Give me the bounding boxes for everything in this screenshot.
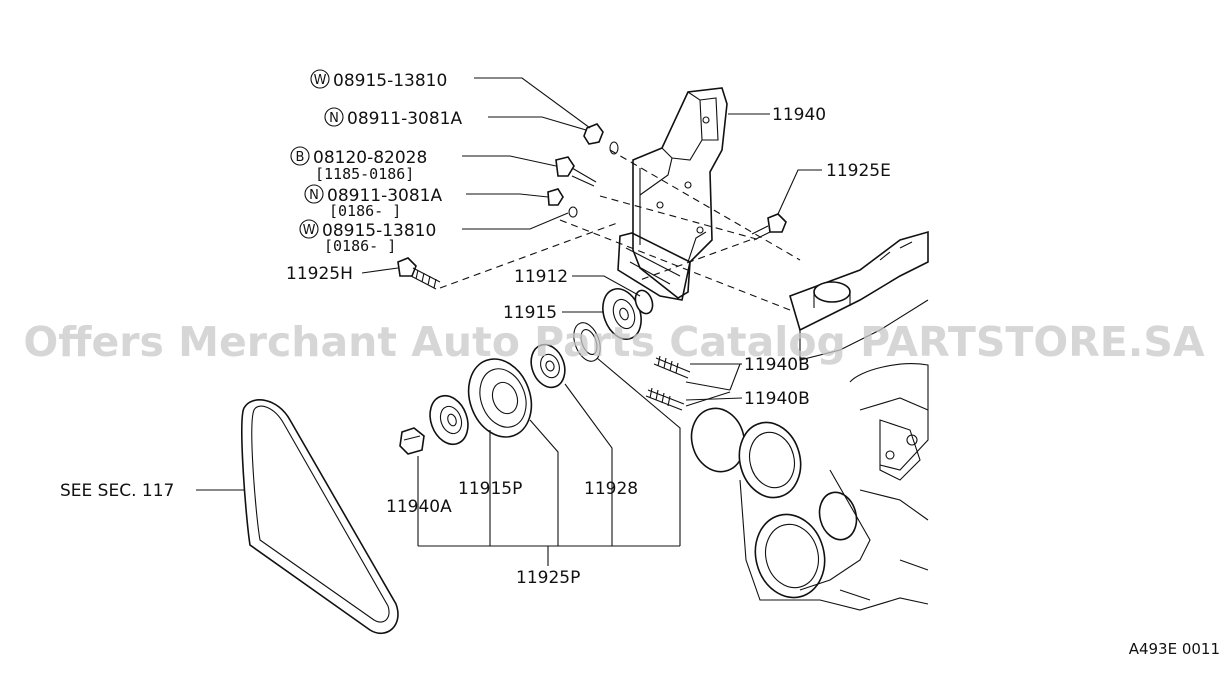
label-11912: 11912 [514,267,568,287]
callout-b1-symbol: B [296,150,305,165]
pulley-11915 [573,288,654,362]
drive-belt [241,399,399,635]
engine-block [690,230,929,611]
b-symbol-icon [290,146,310,166]
callout-n1: N 08911-3081A [324,107,462,129]
callout-n2: N 08911-3081A [0186- ] [304,184,442,220]
bearing-11928 [530,343,566,389]
watermark-text: Offers Merchant Auto Parts Catalog PARTS… [23,318,1205,366]
label-11915: 11915 [503,303,557,323]
w-symbol-icon [310,69,330,89]
callout-w1-symbol: W [314,73,327,88]
callout-w2: W 08915-13810 [0186- ] [299,219,436,255]
callout-n2-symbol: N [309,188,319,203]
label-11940: 11940 [772,105,826,125]
label-11915p: 11915P [458,479,522,499]
label-11928: 11928 [584,479,638,499]
label-see-sec: SEE SEC. 117 [60,481,174,501]
callout-n2-range: [0186- ] [329,202,401,220]
nut-11940a [399,427,425,455]
callout-n2-part: 08911-3081A [327,186,442,206]
n-symbol-icon [304,184,324,204]
callout-b1: B 08120-82028 [1185-0186] [290,146,427,183]
label-11940b-2: 11940B [744,389,810,409]
callout-w1-part: 08915-13810 [333,71,447,91]
label-11925h: 11925H [286,264,353,284]
leader-lines [196,77,822,566]
callout-b1-range: [1185-0186] [315,165,414,183]
label-11940a: 11940A [386,497,452,517]
callout-w1: W 08915-13810 [310,69,447,91]
callout-n1-part: 08911-3081A [347,109,462,129]
bracket-11940 [617,87,728,301]
callout-w2-range: [0186- ] [324,237,396,255]
w-symbol-icon [299,219,319,239]
label-11925p: 11925P [516,568,580,588]
label-11925e: 11925E [826,161,891,181]
label-11940b-1: 11940B [744,355,810,375]
diagram-code: A493E 0011 [1129,640,1220,658]
washer-nut-hardware [397,123,787,290]
callout-b1-part: 08120-82028 [313,148,427,168]
studs-11940b [645,355,691,411]
callout-w2-part: 08915-13810 [322,221,436,241]
pulley-main [467,358,533,438]
callout-n1-symbol: N [329,111,339,126]
callout-w2-symbol: W [303,223,316,238]
pulley-11915p [429,394,469,446]
n-symbol-icon [324,107,344,127]
assembly-dashed-lines [439,149,801,311]
